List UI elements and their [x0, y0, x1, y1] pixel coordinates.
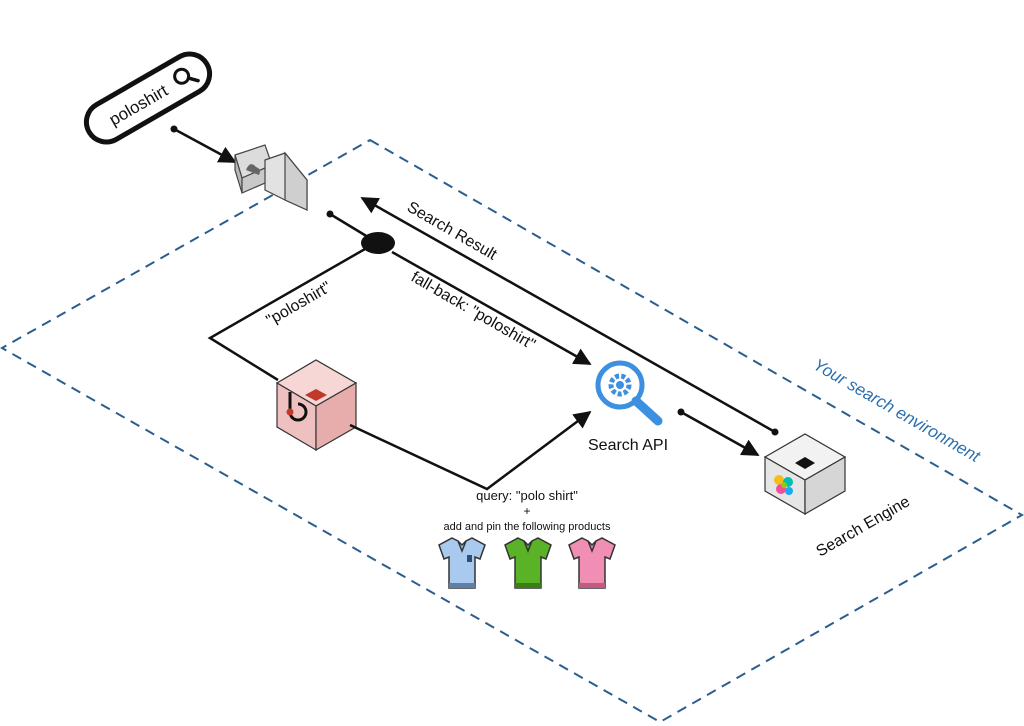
label-search-api: Search API — [588, 437, 668, 454]
arrow-search-result — [360, 196, 776, 434]
junction-node — [361, 232, 395, 254]
search-icon — [173, 67, 200, 85]
arrow-query-to-gateway — [173, 127, 237, 164]
arrow-fallback — [391, 250, 592, 366]
environment-label: Your search environment — [810, 355, 984, 467]
polo-shirt-icon — [438, 537, 486, 589]
gear-icon — [608, 373, 632, 397]
search-box[interactable]: poloshirt — [79, 47, 217, 150]
arrow-rewriter-to-api — [349, 410, 592, 491]
environment-boundary — [0, 138, 1024, 724]
search-api-icon — [595, 360, 663, 426]
query-rewriter-cube — [275, 359, 358, 452]
gateway-icon — [234, 144, 308, 211]
label-search-engine: Search Engine — [814, 493, 913, 560]
rewrite-pin-text: add and pin the following products — [444, 521, 611, 533]
polo-shirt-icon — [568, 537, 616, 589]
rewrite-query-text: query: "polo shirt" — [476, 488, 578, 503]
polo-shirt-icon — [504, 537, 552, 589]
line-gateway-to-junction — [329, 212, 369, 239]
engine-logo-icon — [774, 475, 793, 495]
arrow-api-to-engine — [680, 410, 760, 457]
rewrite-plus: + — [523, 504, 530, 518]
label-fallback: fall-back: "poloshirt" — [408, 269, 538, 354]
path-to-rewriter — [207, 247, 366, 382]
rewriter-logo-icon — [286, 392, 308, 422]
search-engine-cube — [763, 433, 847, 516]
